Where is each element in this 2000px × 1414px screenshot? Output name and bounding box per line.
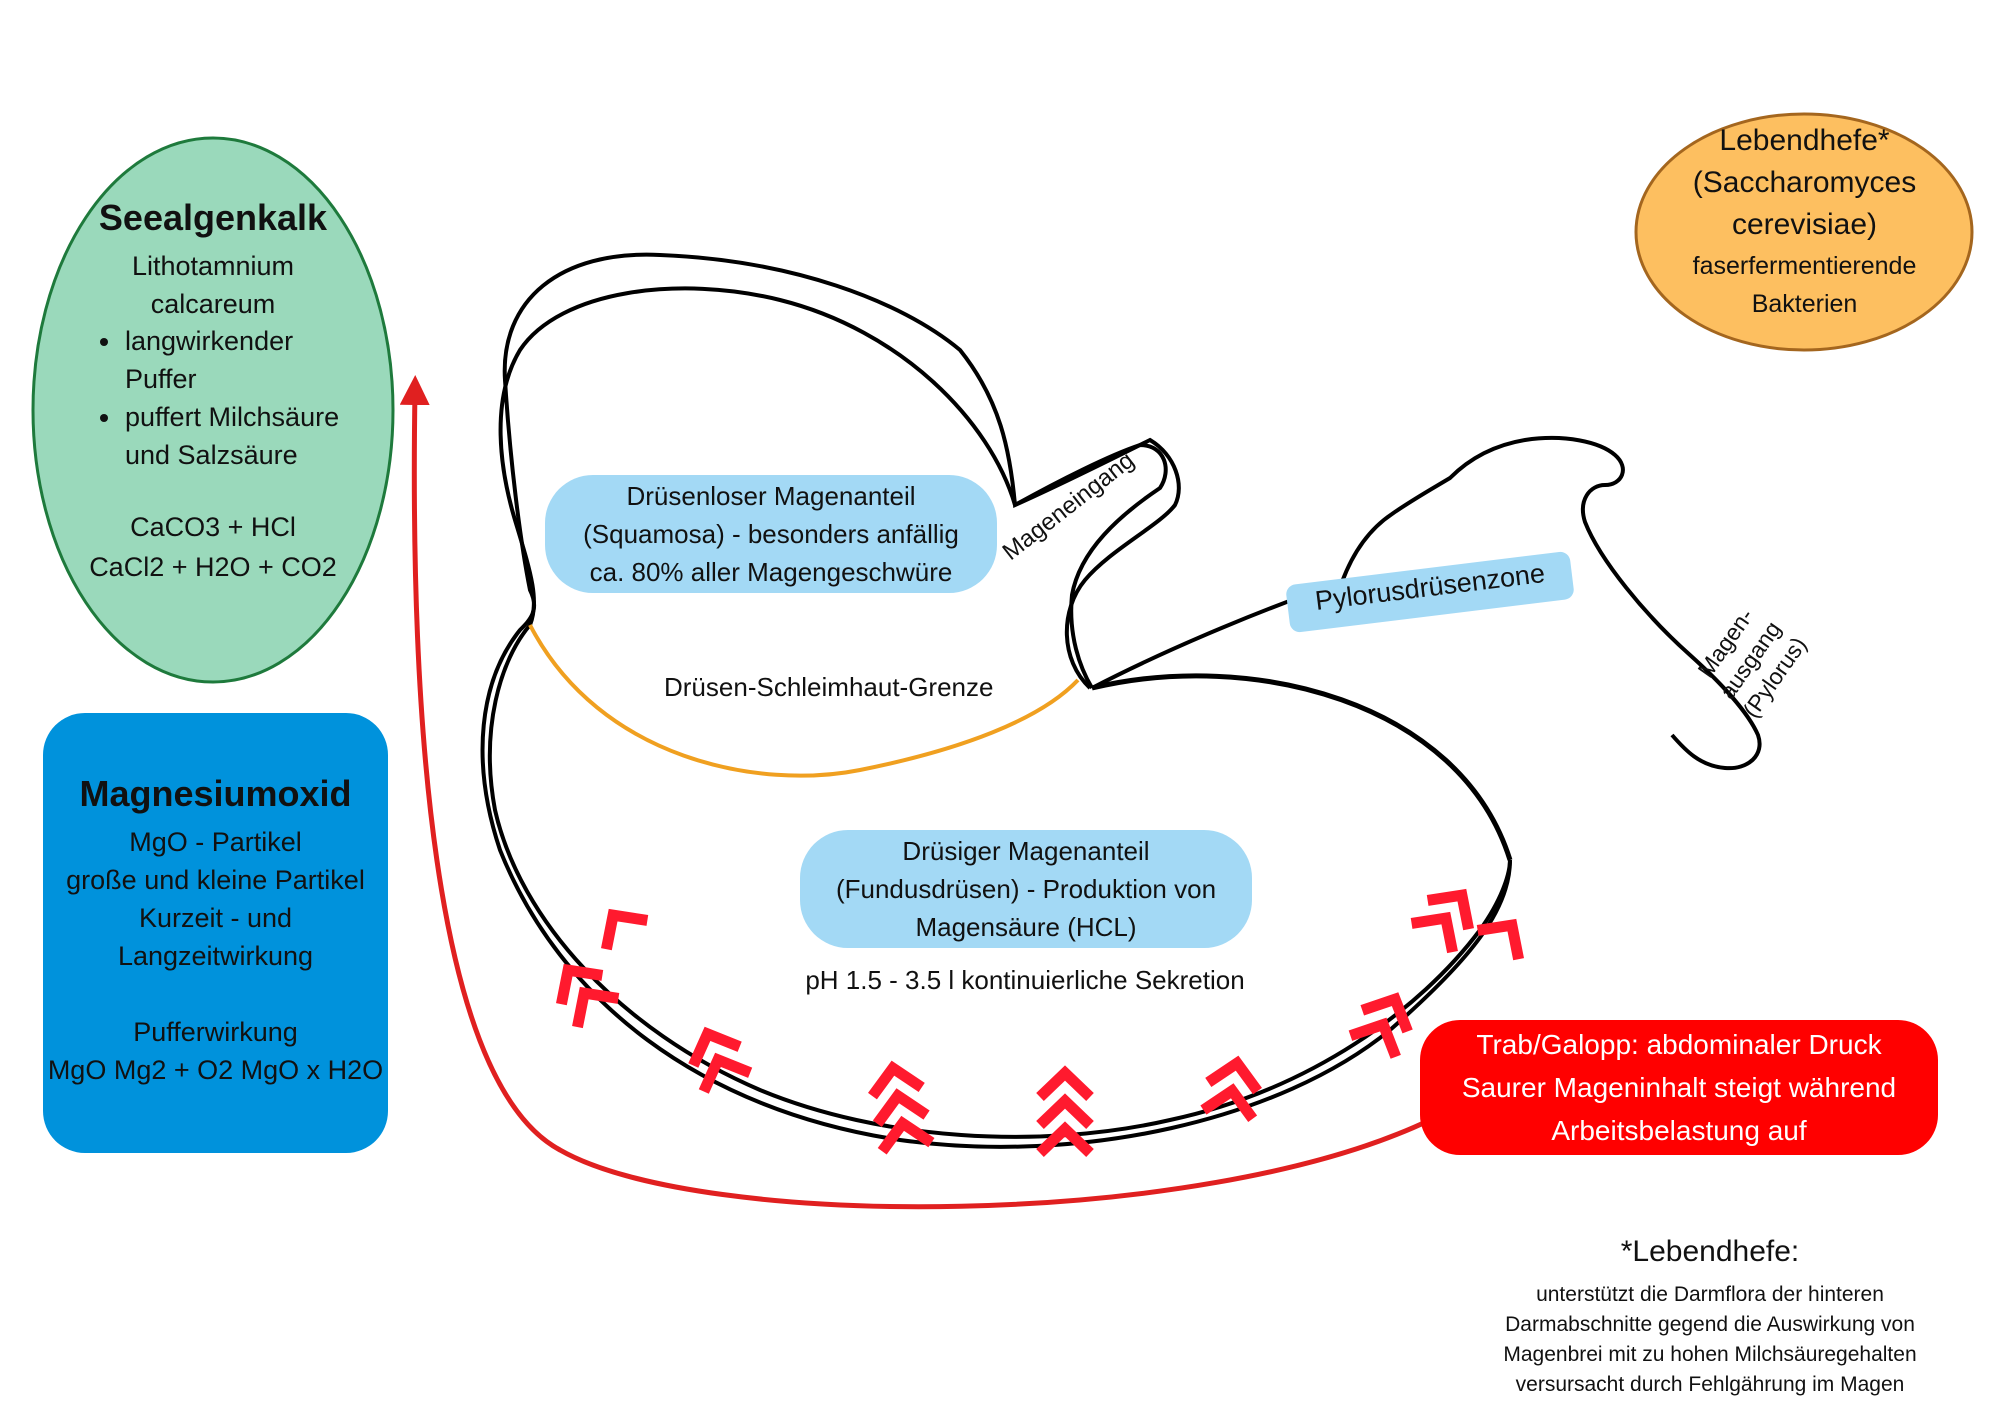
chevron-icon — [1410, 911, 1458, 954]
chevron-icon — [872, 1088, 930, 1127]
note-line: versursacht durch Fehlgährung im Magen — [1515, 1373, 1905, 1396]
grenze-label: Drüsen-Schleimhaut-Grenze — [664, 672, 994, 702]
seealgenkalk-ellipse — [31, 136, 395, 684]
seealgenkalk-formula: CaCO3 + HCl CaCl2 + H2O + CO2 — [33, 507, 393, 587]
lebendhefe-panel: Lebendhefe* (Saccharomyces cerevisiae) f… — [1632, 112, 1977, 352]
seealgenkalk-sub-line1: Lithotamnium — [131, 251, 295, 281]
seealgenkalk-bullet: puffert Milchsäure und Salzsäure — [123, 398, 403, 474]
chevron-icon — [1036, 1121, 1094, 1157]
chevron-icon — [1426, 888, 1474, 931]
trab-box — [1420, 1020, 1938, 1155]
formula-line1: CaCO3 + HCl — [130, 512, 296, 542]
bubble-line: Drüsiger Magenanteil — [902, 836, 1150, 866]
chevron-icon — [1200, 1083, 1258, 1122]
stomach-greater-curvature — [487, 286, 1512, 1139]
magnesiumoxid-box — [43, 713, 388, 1153]
trab-line: Saurer Mageninhalt steigt während — [1461, 1072, 1897, 1103]
bubble-line: Magensäure (HCL) — [915, 912, 1137, 942]
druesen-schleimhaut-grenze-line — [528, 624, 1080, 778]
hefe-line: Lebendhefe* — [1719, 124, 1890, 157]
seealgenkalk-bullets: langwirkender Puffer puffert Milchsäure … — [93, 322, 403, 474]
red-flow-arrow — [399, 375, 1432, 1210]
ph-label: pH 1.5 - 3.5 l kontinuierliche Sekretion — [805, 965, 1245, 995]
chevron-icon — [1205, 1055, 1262, 1095]
druesiger-bubble — [800, 830, 1252, 948]
hefe-line: Bakterien — [1751, 290, 1858, 318]
lebendhefe-ellipse — [1634, 112, 1974, 352]
pressure-chevrons — [556, 888, 1524, 1157]
chevron-icon — [601, 908, 649, 951]
hefe-line: (Saccharomyces — [1692, 166, 1917, 199]
seealgenkalk-subtitle: Lithotamnium calcareum — [33, 247, 393, 323]
note-line: unterstützt die Darmflora der hinteren — [1536, 1283, 1884, 1306]
druesiger-label: Drüsiger Magenanteil (Fundusdrüsen) - Pr… — [800, 832, 1252, 946]
magnesiumoxid-puffer: Pufferwirkung MgO Mg2 + O2 MgO x H2O — [43, 1013, 388, 1089]
mg-line: große und kleine Partikel — [66, 865, 365, 895]
chevron-icon — [868, 1060, 925, 1100]
magnesiumoxid-description: MgO - Partikel große und kleine Partikel… — [43, 823, 388, 975]
bubble-line: (Squamosa) - besonders anfällig — [583, 519, 959, 549]
chevron-icon — [556, 963, 604, 1006]
bullet-line: und Salzsäure — [125, 440, 298, 470]
duodenum-shape — [1091, 436, 1762, 771]
trab-line: Trab/Galopp: abdominaler Druck — [1476, 1029, 1882, 1060]
seealgenkalk-title: Seealgenkalk — [98, 197, 328, 238]
formula-line2: CaCl2 + H2O + CO2 — [89, 552, 337, 582]
druesenloser-label: Drüsenloser Magenanteil (Squamosa) - bes… — [545, 477, 997, 591]
hefe-line: faserfermentierende — [1692, 252, 1917, 280]
pylorusdruesenzone-bubble — [1286, 551, 1574, 633]
magnesiumoxid-panel: Magnesiumoxid MgO - Partikel große und k… — [43, 713, 388, 1153]
bullet-line: langwirkender — [125, 326, 294, 356]
chevron-icon — [1476, 918, 1524, 961]
mg-line: MgO - Partikel — [129, 827, 302, 857]
mg-line: Kurzeit - und — [138, 903, 293, 933]
note-line: Magenbrei mit zu hohen Milchsäuregehalte… — [1503, 1343, 1917, 1366]
bullet-line: puffert Milchsäure — [125, 402, 340, 432]
mg-formula: MgO Mg2 + O2 MgO x H2O — [47, 1055, 384, 1085]
chevron-icon — [1036, 1093, 1094, 1129]
druesenloser-bubble — [545, 475, 997, 593]
chevron-icon — [1360, 992, 1413, 1034]
trab-label: Trab/Galopp: abdominaler Druck Saurer Ma… — [1420, 1023, 1938, 1152]
chevron-icon — [698, 1052, 753, 1094]
trab-line: Arbeitsbelastung auf — [1551, 1115, 1807, 1146]
mg-line: Langzeitwirkung — [117, 941, 314, 971]
chevron-icon — [1036, 1065, 1094, 1101]
bubble-line: (Fundusdrüsen) - Produktion von — [835, 874, 1217, 904]
lebendhefe-description: faserfermentierende Bakterien — [1632, 247, 1977, 323]
seealgenkalk-sub-line2: calcareum — [150, 289, 276, 319]
seealgenkalk-bullet: langwirkender Puffer — [123, 322, 403, 398]
bullet-line: Puffer — [125, 364, 197, 394]
chevron-icon — [877, 1115, 935, 1155]
magnesiumoxid-title: Magnesiumoxid — [79, 773, 352, 814]
stomach-lesser-curvature — [1091, 673, 1513, 861]
note-title: *Lebendhefe: — [1620, 1235, 1800, 1268]
chevron-icon — [1348, 1017, 1401, 1059]
bubble-line: Drüsenloser Magenanteil — [626, 481, 916, 511]
note-body: unterstützt die Darmflora der hinteren D… — [1450, 1280, 1970, 1400]
esophagus-tube — [1014, 442, 1168, 690]
seealgenkalk-panel: Seealgenkalk Lithotamnium calcareum lang… — [33, 137, 393, 682]
hefe-line: cerevisiae) — [1731, 208, 1878, 241]
chevron-icon — [688, 1026, 742, 1068]
lebendhefe-title: Lebendhefe* (Saccharomyces cerevisiae) — [1632, 120, 1977, 246]
bubble-line: ca. 80% aller Magengeschwüre — [589, 557, 953, 587]
note-line: Darmabschnitte gegend die Auswirkung von — [1505, 1313, 1915, 1336]
chevron-icon — [572, 986, 620, 1029]
mg-line: Pufferwirkung — [133, 1017, 298, 1047]
